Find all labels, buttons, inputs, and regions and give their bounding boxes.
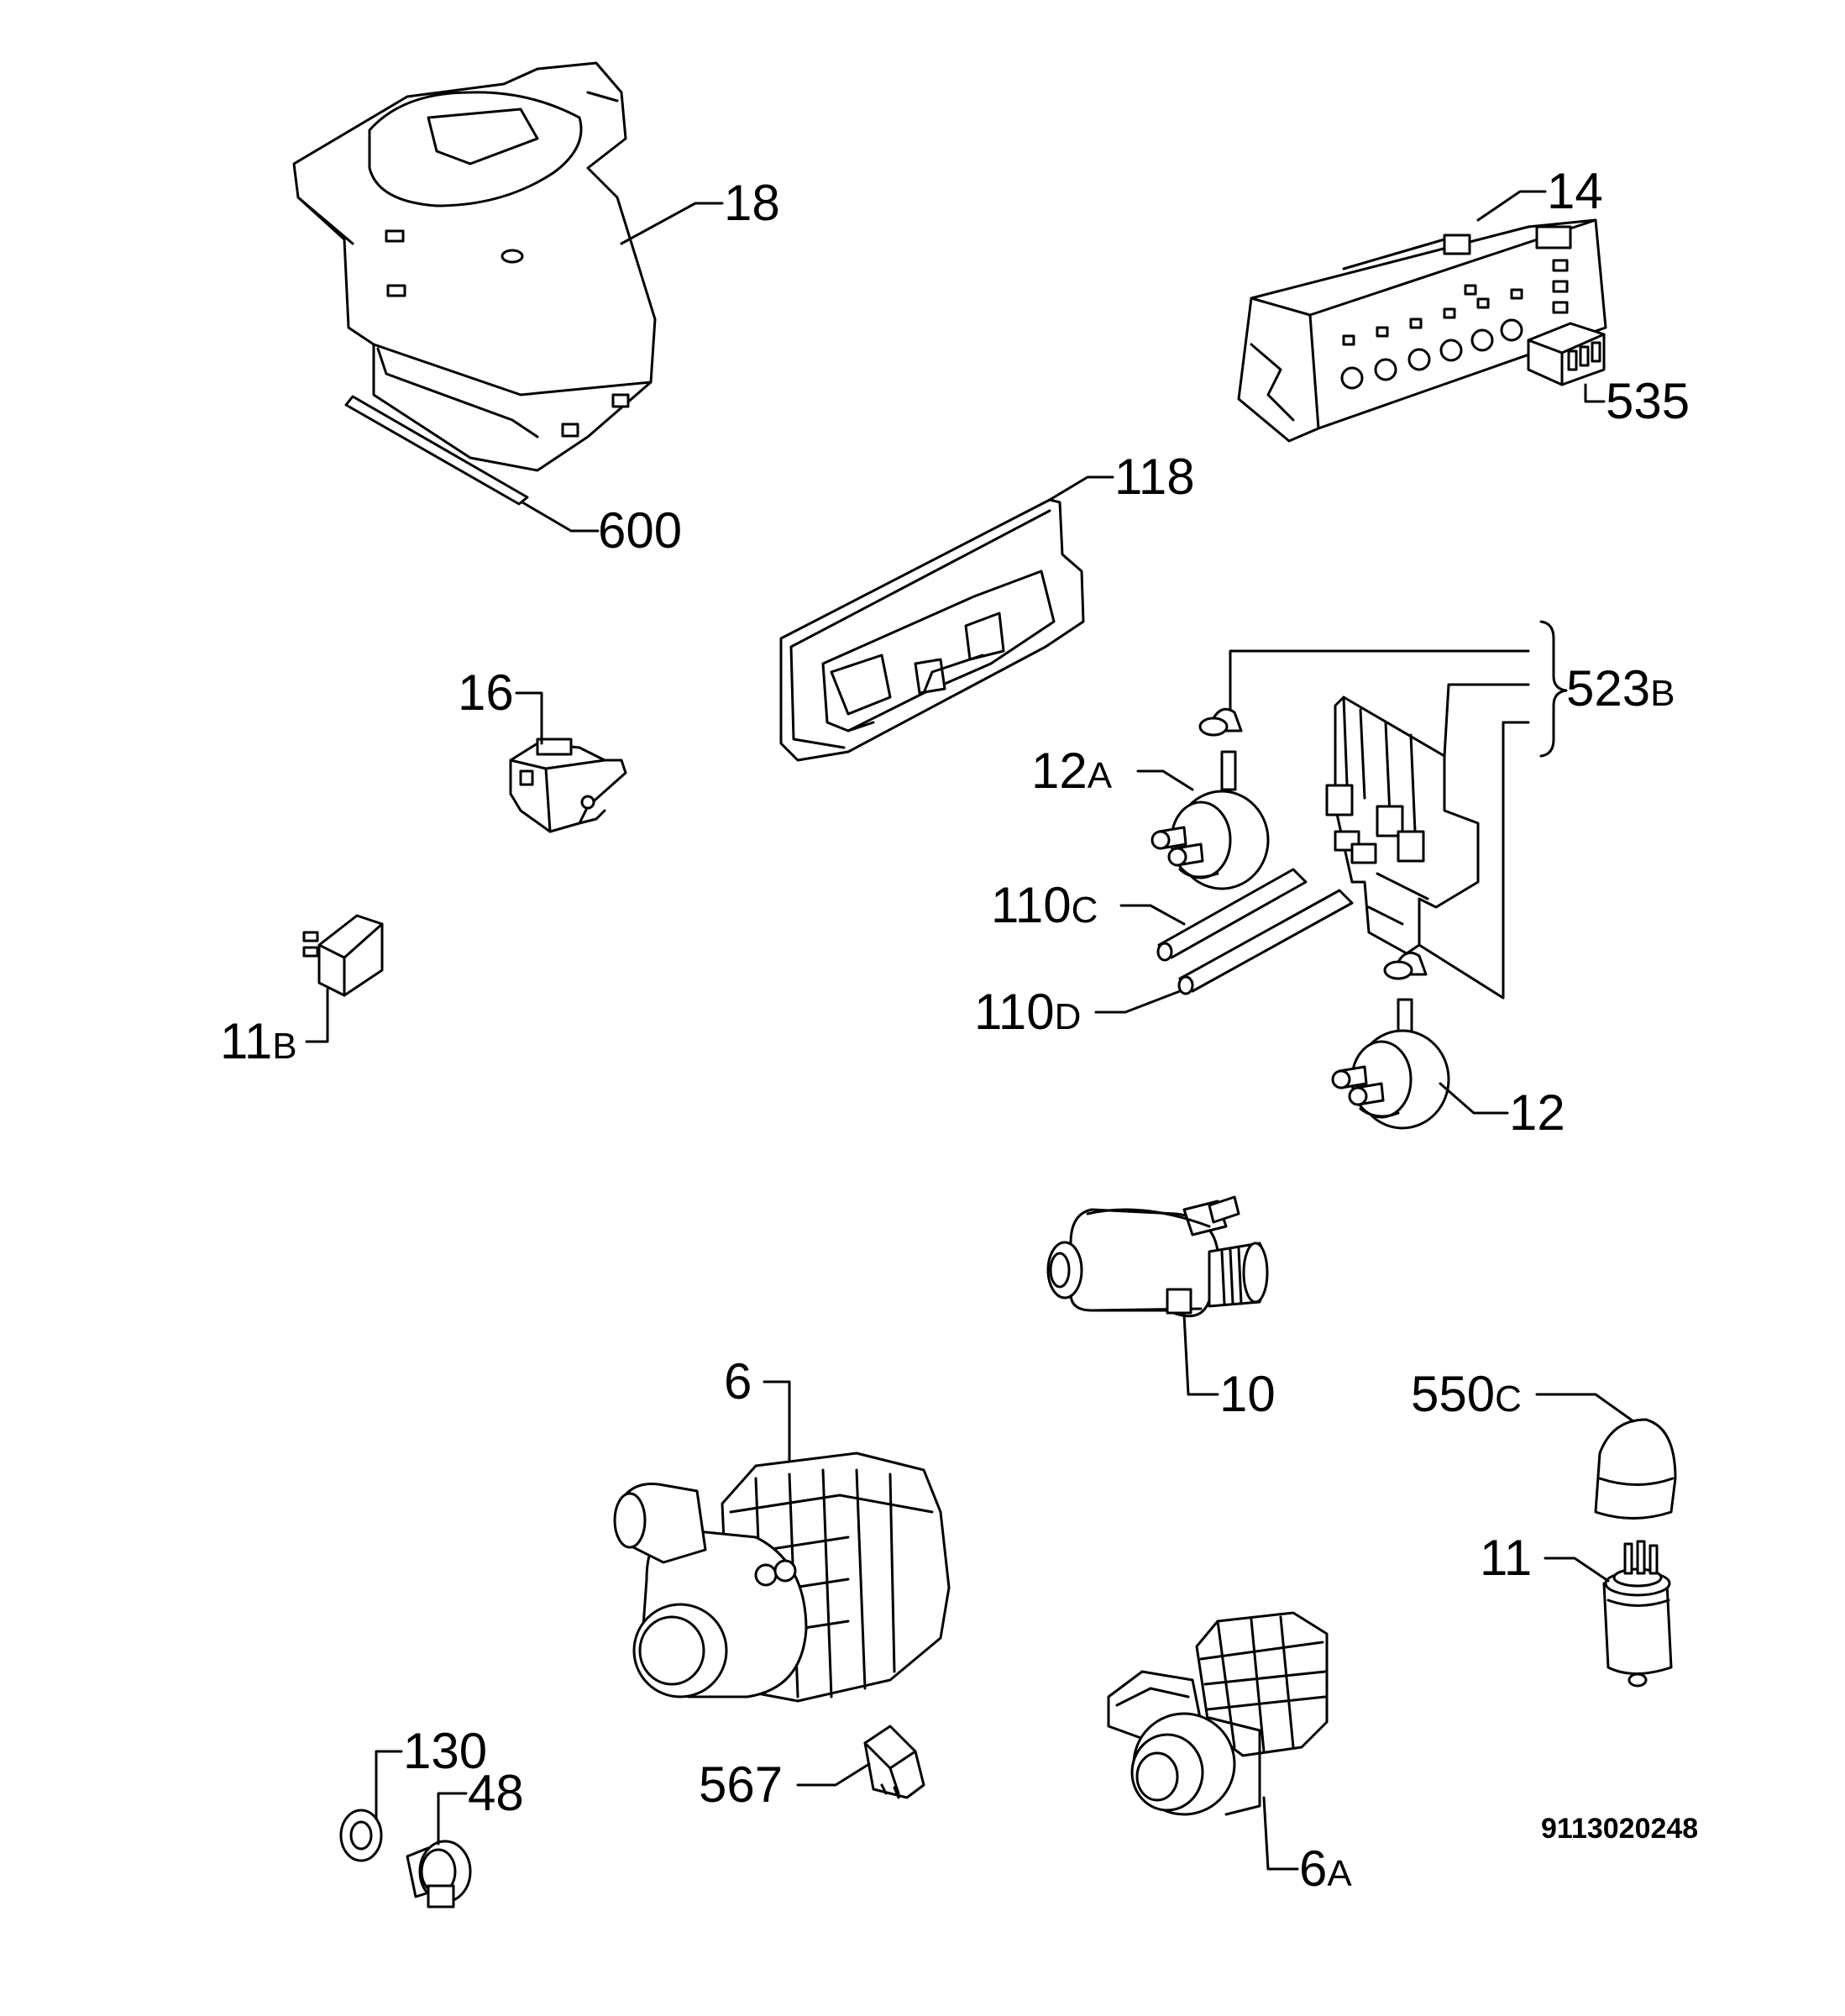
part-16-switch bbox=[509, 691, 627, 833]
part-label-18: 18 bbox=[724, 175, 780, 231]
part-label-11: 11 bbox=[1480, 1530, 1533, 1586]
part-label-535: 535 bbox=[1606, 373, 1690, 429]
part-110c-hose bbox=[1119, 868, 1308, 962]
part-label-110c: 110C bbox=[991, 877, 1098, 933]
part-14-control-module bbox=[1237, 190, 1607, 443]
part-6a-drain-pump bbox=[1107, 1611, 1329, 1871]
part-12a-pressure-switch bbox=[1136, 707, 1270, 890]
part-label-118: 118 bbox=[1114, 449, 1195, 505]
part-10-heater bbox=[1046, 1195, 1269, 1396]
part-label-110d: 110D bbox=[974, 984, 1082, 1040]
part-label-10: 10 bbox=[1219, 1366, 1276, 1422]
part-6-motor-pump bbox=[613, 1380, 951, 1703]
part-label-11b: 11B bbox=[220, 1013, 297, 1069]
part-567-clip bbox=[796, 1725, 925, 1799]
part-118-panel bbox=[779, 475, 1114, 762]
part-48-plug bbox=[406, 1792, 472, 1908]
part-535-connector bbox=[1527, 322, 1606, 403]
part-label-16: 16 bbox=[458, 664, 514, 721]
part-label-130: 130 bbox=[403, 1723, 488, 1779]
part-label-12a: 12A bbox=[1031, 743, 1113, 799]
part-label-523b: 523B bbox=[1566, 660, 1675, 717]
part-12-pressure-switch bbox=[1331, 951, 1509, 1130]
part-130-ring bbox=[339, 1750, 403, 1862]
part-label-6a: 6A bbox=[1299, 1840, 1352, 1897]
part-label-567: 567 bbox=[699, 1756, 784, 1813]
part-550c-cap bbox=[1535, 1393, 1677, 1520]
part-label-550c: 550C bbox=[1411, 1366, 1522, 1422]
part-label-6: 6 bbox=[724, 1353, 752, 1410]
part-18-cover bbox=[292, 61, 724, 472]
part-523b-bracket bbox=[1229, 620, 1568, 1000]
part-110d-hose bbox=[1094, 889, 1354, 1014]
part-label-600: 600 bbox=[598, 502, 683, 559]
part-label-12: 12 bbox=[1509, 1084, 1565, 1141]
document-number: 9113020248 bbox=[1541, 1813, 1699, 1845]
part-11-capacitor bbox=[1544, 1540, 1673, 1688]
part-11b-relay bbox=[302, 914, 384, 1043]
part-label-48: 48 bbox=[468, 1765, 524, 1821]
part-label-14: 14 bbox=[1547, 163, 1603, 219]
part-600-seal bbox=[344, 395, 600, 533]
